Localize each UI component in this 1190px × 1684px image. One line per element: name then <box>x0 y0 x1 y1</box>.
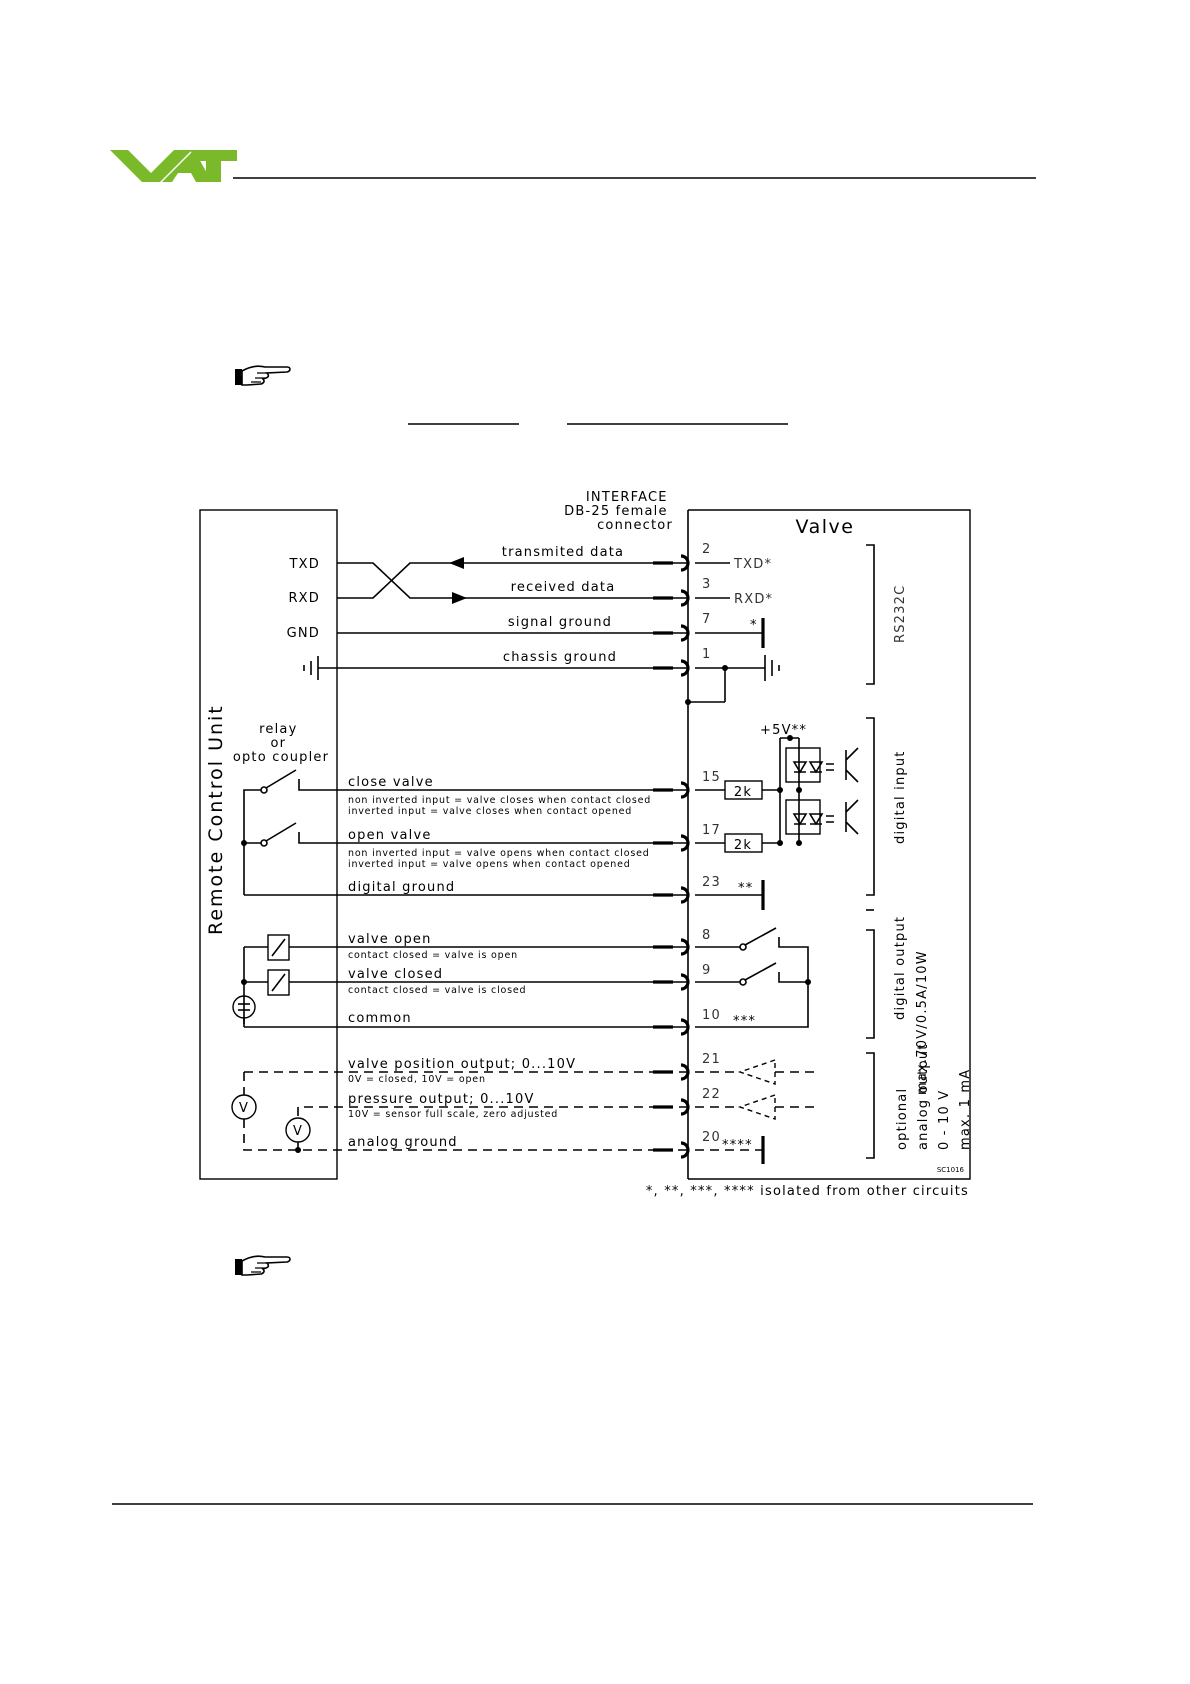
group-analog-output: optional analog output 0 - 10 V max. 1 m… <box>895 1038 973 1150</box>
note-valve-closed: contact closed = valve is closed <box>348 985 526 996</box>
signal-pressure-output: pressure output; 0...10V <box>348 1092 535 1107</box>
pointing-hand-icon <box>235 1255 291 1276</box>
analog-output-section: V V valve position output; 0...10V 0V = … <box>231 1038 973 1164</box>
signal-common: common <box>348 1011 412 1026</box>
pin-number-20: 20 <box>702 1130 721 1145</box>
note-close-valve-inverted: inverted input = valve closes when conta… <box>348 806 632 817</box>
footnote: *, **, ***, **** isolated from other cir… <box>646 1184 969 1199</box>
pin-number-9: 9 <box>702 963 711 978</box>
pin-label-rxd-valve: RXD* <box>734 592 773 607</box>
optocoupler-close <box>785 747 859 783</box>
pin-number-1: 1 <box>702 647 711 662</box>
pin-number-3: 3 <box>702 577 711 592</box>
voltmeter-icon: V <box>231 1094 257 1120</box>
mark-quad-star: **** <box>722 1138 753 1153</box>
resistor-2k-open: 2k <box>734 838 752 853</box>
signal-digital-ground: digital ground <box>348 880 455 895</box>
pin-number-7: 7 <box>702 612 711 627</box>
pin-number-10: 10 <box>702 1008 721 1023</box>
note-valve-position-output: 0V = closed, 10V = open <box>348 1074 486 1085</box>
relay-label: relay or opto coupler <box>233 722 329 765</box>
note-open-valve-non-inverted: non inverted input = valve opens when co… <box>348 848 650 859</box>
group-digital-output: digital output max.70V/0.5A/10W <box>893 910 930 1095</box>
signal-valve-closed: valve closed <box>348 967 443 982</box>
note-close-valve-non-inverted: non inverted input = valve closes when c… <box>348 795 651 806</box>
note-valve-open: contact closed = valve is open <box>348 950 518 961</box>
supply-5v: +5V** <box>760 723 807 738</box>
connector-header: INTERFACE DB-25 female connector <box>564 490 673 533</box>
pin-label-rxd: RXD <box>288 591 320 606</box>
svg-text:V: V <box>239 1101 249 1116</box>
signal-analog-ground: analog ground <box>348 1135 458 1150</box>
group-digital-input: digital input <box>893 750 908 844</box>
pointing-hand-icon <box>235 365 291 386</box>
pin-number-21: 21 <box>702 1052 721 1067</box>
digital-output-section: valve open contact closed = valve is ope… <box>232 909 930 1095</box>
note-open-valve-inverted: inverted input = valve opens when contac… <box>348 859 631 870</box>
optocoupler-open <box>785 799 859 835</box>
pin-number-17: 17 <box>702 823 721 838</box>
signal-received-data: received data <box>511 580 616 595</box>
signal-open-valve: open valve <box>348 828 432 843</box>
voltmeter-icon: V <box>285 1117 311 1143</box>
pin-label-gnd: GND <box>287 626 320 641</box>
pin-number-8: 8 <box>702 928 711 943</box>
signal-signal-ground: signal ground <box>508 615 612 630</box>
pin-number-22: 22 <box>702 1087 721 1102</box>
valve-box <box>688 509 971 1180</box>
remote-control-unit-box <box>199 509 338 1180</box>
remote-control-unit-title: Remote Control Unit <box>205 704 227 935</box>
pin-number-15: 15 <box>702 770 721 785</box>
svg-text:V: V <box>293 1124 303 1139</box>
mark-single-star: * <box>750 618 758 633</box>
pin-number-23: 23 <box>702 875 721 890</box>
digital-input-section: relay or opto coupler close valve non in… <box>233 717 908 910</box>
signal-valve-position-output: valve position output; 0...10V <box>348 1057 576 1072</box>
drawing-code: SC1016 <box>937 1166 965 1174</box>
signal-valve-open: valve open <box>348 932 432 947</box>
rs232-section: TXD RXD GND transmited data received dat… <box>287 542 908 705</box>
pin-label-txd-valve: TXD* <box>733 557 772 572</box>
pin-label-txd: TXD <box>289 557 320 572</box>
group-rs232c: RS232C <box>893 585 908 643</box>
resistor-2k-close: 2k <box>734 785 752 800</box>
signal-transmited-data: transmited data <box>502 545 624 560</box>
mark-double-star: ** <box>738 881 753 896</box>
signal-close-valve: close valve <box>348 775 434 790</box>
mark-triple-star: *** <box>733 1014 756 1029</box>
vat-logo <box>110 150 237 182</box>
note-pressure-output: 10V = sensor full scale, zero adjusted <box>348 1109 558 1120</box>
valve-title: Valve <box>796 516 855 538</box>
signal-chassis-ground: chassis ground <box>503 650 617 665</box>
pin-number-2: 2 <box>702 542 711 557</box>
